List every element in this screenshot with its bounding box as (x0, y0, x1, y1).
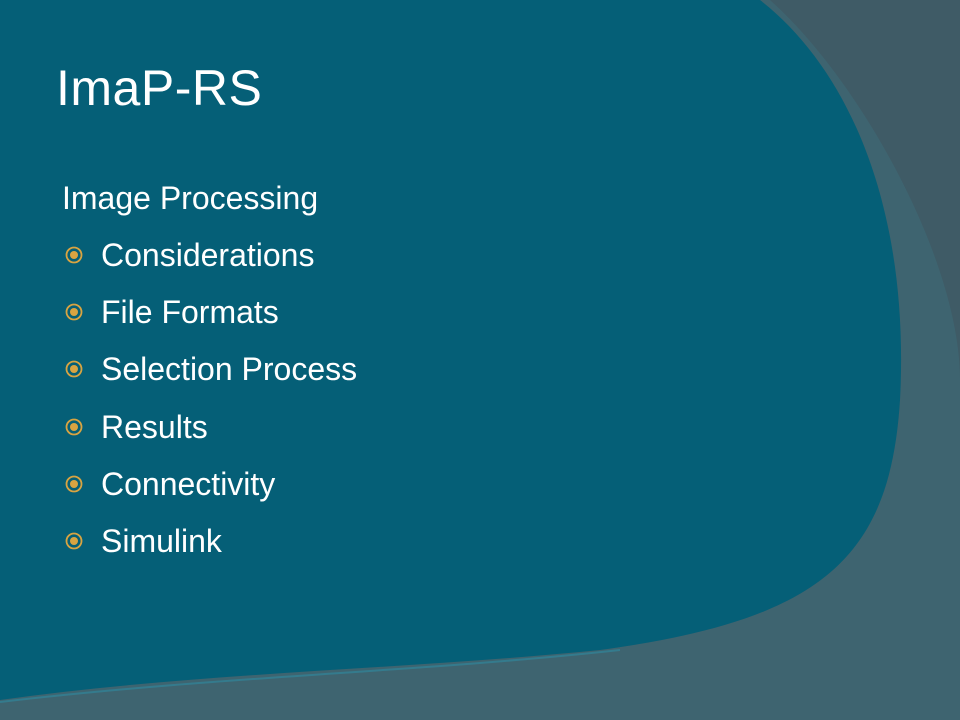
bullet-list: Considerations File Formats Selection Pr… (62, 233, 762, 563)
bullet-item-connectivity: Connectivity (62, 462, 762, 506)
slide-content: Image Processing Considerations File For… (62, 176, 762, 576)
bullet-item-considerations: Considerations (62, 233, 762, 277)
bullet-label: Selection Process (101, 351, 358, 388)
background-main-shape (0, 0, 902, 700)
bullet-label: Considerations (101, 237, 315, 273)
bullet-label: Connectivity (101, 465, 276, 502)
circled-dot-icon (65, 246, 83, 264)
bullet-item-simulink: Simulink (62, 519, 762, 563)
circled-dot-icon (65, 360, 83, 378)
section-heading: Image Processing (62, 180, 319, 216)
bullet-item-file-formats: File Formats (62, 290, 762, 334)
bullet-label: File Formats (101, 294, 279, 331)
background-curve-line (0, 649, 621, 703)
circled-dot-icon (65, 475, 83, 493)
bullet-item-selection-process: Selection Process (62, 347, 762, 391)
circled-dot-icon (65, 303, 83, 321)
bullet-label: Results (101, 408, 208, 445)
slide-title: ImaP-RS (56, 60, 263, 116)
circled-dot-icon (65, 418, 83, 435)
bullet-item-results: Results (62, 405, 762, 449)
circled-dot-icon (65, 532, 83, 550)
bullet-label: Simulink (101, 522, 222, 559)
